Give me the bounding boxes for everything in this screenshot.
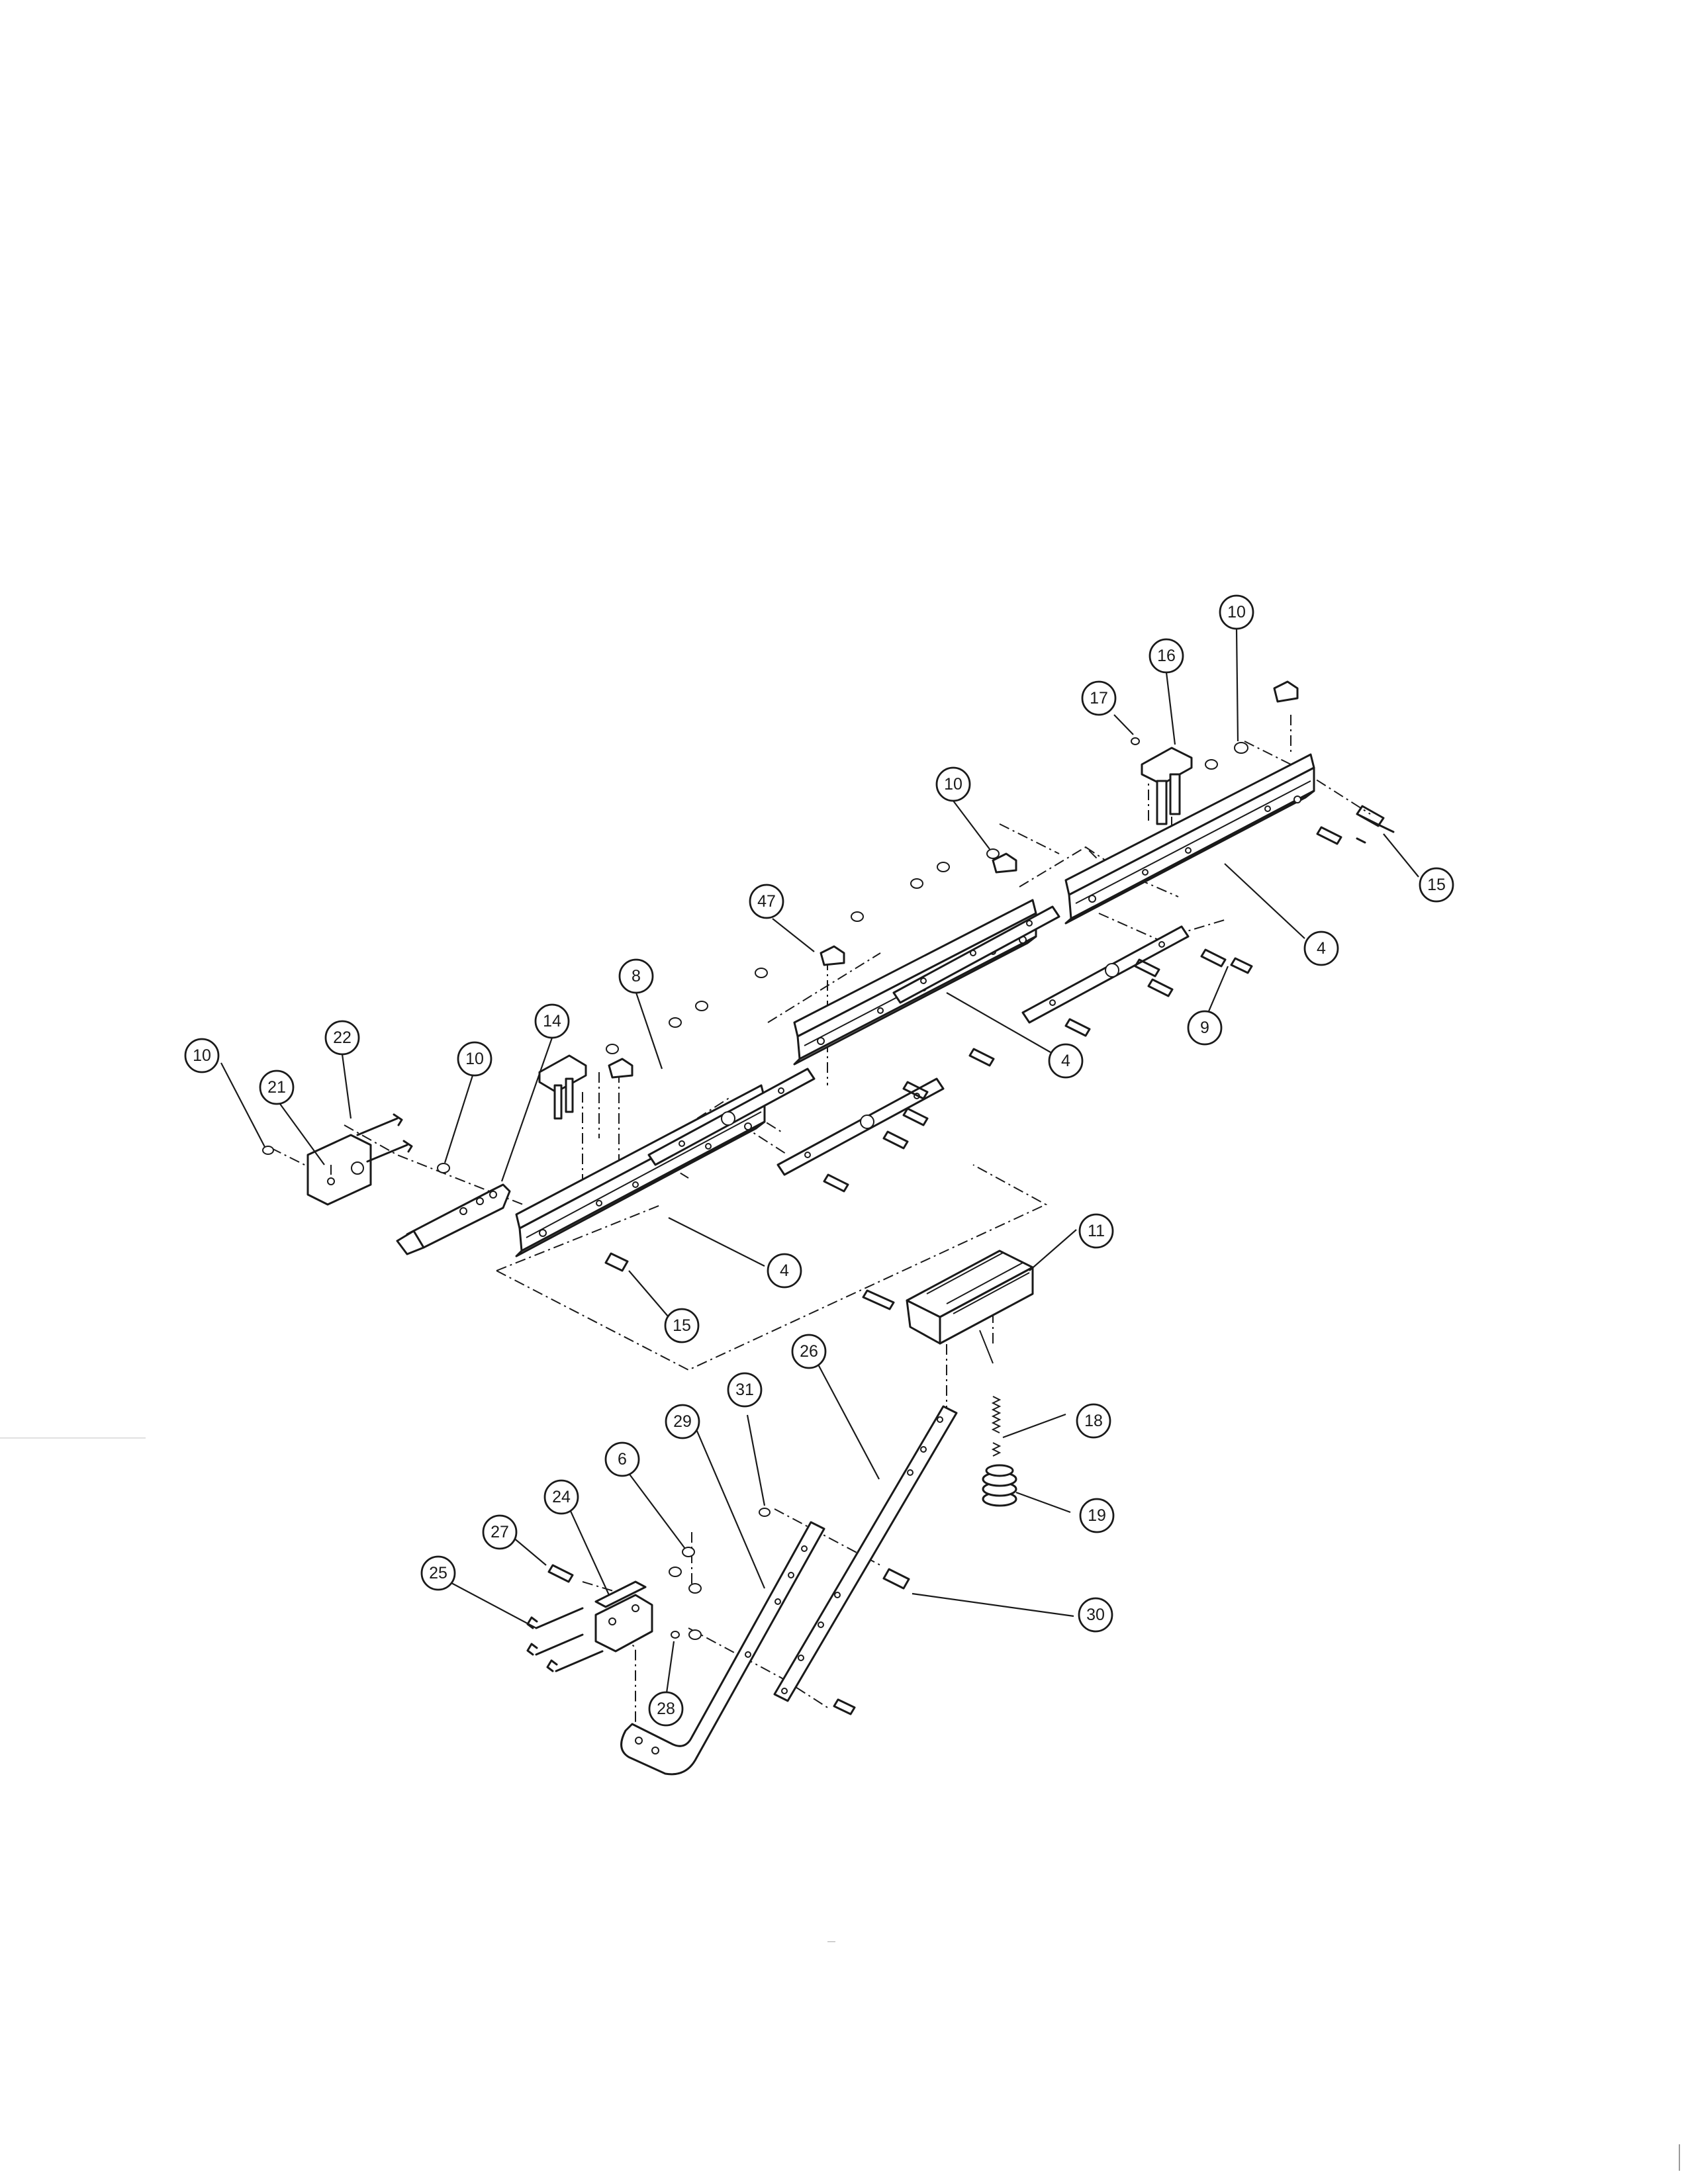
svg-text:8: 8 [632,967,641,985]
lag-screws [356,1113,413,1163]
svg-text:19: 19 [1088,1506,1106,1525]
callout-4: 4 [767,1253,802,1289]
svg-text:4: 4 [1061,1052,1070,1070]
svg-text:29: 29 [673,1412,692,1431]
front-bracket [396,1183,511,1255]
svg-text:26: 26 [800,1342,818,1361]
curved-arm [620,1521,825,1776]
callouts: 10 16 17 15 4 10 47 9 4 8 14 22 21 10 10… [184,594,1454,1727]
cotter-pin [671,1631,680,1639]
svg-text:11: 11 [1088,1222,1105,1240]
callout-28: 28 [648,1691,684,1727]
callout-19: 19 [1079,1498,1115,1533]
splice-plate-upper-left [647,1068,816,1166]
header-bracket [306,1134,372,1206]
svg-text:14: 14 [543,1012,561,1030]
rail-section-left [515,1084,766,1257]
svg-text:21: 21 [267,1078,286,1097]
svg-text:18: 18 [1084,1412,1103,1430]
splice-plate-lower-left [776,1077,945,1176]
trolley-stop [538,1054,587,1120]
callout-11: 11 [1078,1213,1114,1249]
clevis-pin [547,1564,574,1583]
svg-text:47: 47 [757,892,776,911]
callout-16: 16 [1149,638,1184,674]
nut-hardware [262,742,1248,1640]
callout-8: 8 [618,958,654,994]
svg-text:4: 4 [780,1261,789,1280]
callout-30: 30 [1078,1597,1113,1633]
svg-text:9: 9 [1200,1019,1209,1037]
callout-14: 14 [534,1003,570,1039]
svg-text:15: 15 [1427,876,1446,894]
door-lag-screws [526,1607,604,1672]
svg-text:10: 10 [193,1046,211,1065]
callout-27: 27 [482,1514,518,1550]
callout-15: 15 [664,1308,700,1343]
callout-26: 26 [791,1334,827,1369]
svg-text:10: 10 [465,1050,484,1068]
door-bracket [594,1580,653,1653]
svg-text:27: 27 [491,1523,509,1541]
svg-text:10: 10 [1227,603,1246,621]
callout-17: 17 [1081,680,1117,716]
svg-text:6: 6 [618,1450,627,1469]
callout-4: 4 [1303,931,1339,966]
callout-10: 10 [1219,594,1254,630]
svg-text:10: 10 [944,775,962,794]
svg-text:25: 25 [429,1564,447,1582]
svg-text:15: 15 [673,1316,691,1335]
hanger-bracket [1131,737,1193,825]
callout-24: 24 [543,1479,579,1515]
callout-18: 18 [1076,1403,1111,1439]
callout-10: 10 [184,1038,220,1073]
straight-arm [773,1405,958,1702]
trolley [862,1250,1034,1364]
bolt-hardware [604,805,1395,1715]
splice-plate-upper-right [892,905,1060,1004]
rail-section-right [1064,753,1315,925]
callout-6: 6 [604,1441,640,1477]
callout-22: 22 [324,1020,360,1056]
washer-stack [982,1464,1017,1507]
callout-47: 47 [749,884,784,919]
scan-specks [0,1437,1680,2171]
svg-text:22: 22 [333,1028,352,1047]
splice-plate-lower-right [1021,925,1190,1024]
svg-text:4: 4 [1317,939,1326,958]
spring [991,1396,1002,1457]
svg-text:30: 30 [1086,1606,1105,1624]
callout-31: 31 [727,1372,763,1408]
callout-15: 15 [1419,867,1454,903]
callout-4: 4 [1048,1043,1084,1079]
callout-10: 10 [935,766,971,802]
callout-29: 29 [665,1404,700,1439]
callout-9: 9 [1187,1010,1223,1046]
callout-25: 25 [420,1555,456,1591]
callout-21: 21 [259,1069,295,1105]
svg-text:17: 17 [1090,689,1108,707]
svg-text:28: 28 [657,1700,675,1718]
callout-10: 10 [457,1041,492,1077]
svg-text:31: 31 [735,1381,754,1399]
clip-blocks [608,680,1299,1079]
svg-text:16: 16 [1157,647,1176,665]
svg-text:24: 24 [552,1488,571,1506]
